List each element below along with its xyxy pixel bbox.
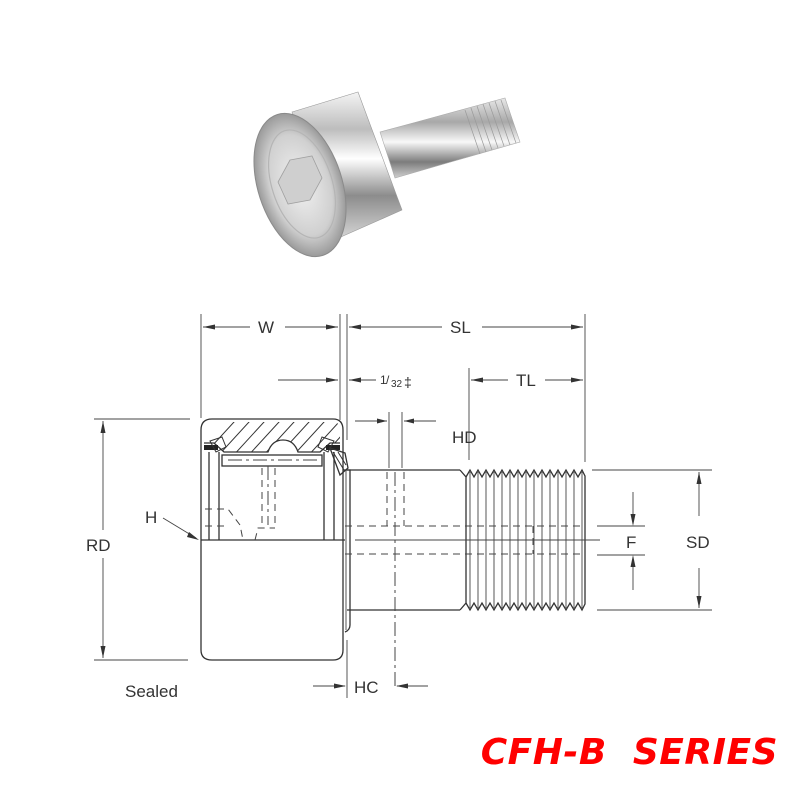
label-clearance-num: 1 [380, 373, 387, 387]
label-W: W [258, 318, 274, 337]
product-photo [230, 60, 550, 280]
dimension-HD: HD [355, 418, 477, 447]
label-TL: TL [516, 371, 536, 390]
dimension-W: W [203, 318, 338, 337]
label-SD: SD [686, 533, 710, 552]
label-H: H [145, 508, 157, 527]
label-clearance-den: 32 [391, 379, 403, 390]
label-HC: HC [354, 678, 379, 697]
label-HD: HD [452, 428, 477, 447]
dimension-SL: SL [349, 318, 583, 337]
dimension-HC: HC [313, 640, 428, 698]
roller [200, 418, 351, 661]
label-clearance-sym: ‡ [404, 374, 412, 390]
dimension-F: F [597, 492, 645, 590]
dimension-TL: TL [471, 371, 583, 390]
label-RD: RD [86, 536, 111, 555]
series-title: CFH-B SERIES [480, 732, 778, 773]
variant-label: Sealed [125, 682, 178, 701]
dimension-SD: SD [592, 469, 712, 611]
extension-lines [200, 314, 586, 468]
svg-text:/: / [386, 373, 390, 387]
label-F: F [626, 533, 636, 552]
stud [345, 468, 600, 690]
dimension-RD: RD [86, 418, 190, 661]
cam-follower-photo-icon [253, 91, 521, 258]
label-SL: SL [450, 318, 471, 337]
dimension-H: H [145, 508, 199, 540]
dimension-clearance: 1 / 32 ‡ [278, 373, 412, 390]
